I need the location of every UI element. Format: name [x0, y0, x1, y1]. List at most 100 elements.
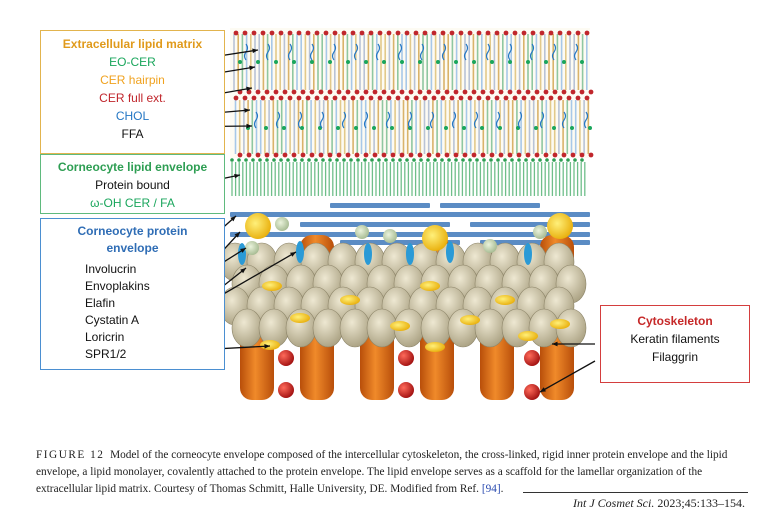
eo-cer-headgroup	[580, 60, 584, 64]
pointer-line	[539, 360, 596, 393]
loricrin-globule	[339, 308, 371, 348]
lipid-envelope-headgroup	[398, 158, 402, 162]
lipid-envelope-headgroup	[286, 158, 290, 162]
lipid-envelope-headgroup	[468, 158, 472, 162]
lipid-envelope-headgroup	[328, 158, 332, 162]
lipid-headgroup	[359, 95, 365, 101]
cystatin-protein	[355, 225, 369, 239]
lipid-headgroup	[435, 89, 441, 95]
lipid-headgroup	[498, 89, 504, 95]
eo-cer-headgroup	[400, 60, 404, 64]
lipid-headgroup	[476, 30, 482, 36]
chol-molecule	[397, 43, 403, 61]
chol-molecule	[353, 43, 359, 61]
lipid-headgroup	[273, 89, 279, 95]
lipid-headgroup	[246, 152, 252, 158]
lipid-envelope-headgroup	[475, 158, 479, 162]
pointer-arrowhead	[234, 173, 240, 179]
lipid-headgroup	[534, 89, 540, 95]
envoplakin-protein	[422, 225, 448, 251]
lipid-matrix-title: Extracellular lipid matrix	[62, 37, 203, 51]
lipid-headgroup	[296, 95, 302, 101]
eo-cer-headgroup	[562, 60, 566, 64]
figure-label: FIGURE 12	[36, 449, 105, 461]
pointer-arrowhead	[246, 86, 252, 92]
chol-molecule	[507, 43, 513, 61]
chol-molecule	[473, 111, 479, 129]
lipid-item-2: CER full ext.	[99, 91, 166, 105]
pointer-arrowhead	[240, 268, 246, 274]
lipid-headgroup	[489, 152, 495, 158]
lipid-headgroup	[530, 95, 536, 101]
lipid-headgroup	[480, 152, 486, 158]
lipid-headgroup	[467, 95, 473, 101]
chol-molecule	[385, 111, 391, 129]
lipid-envelope-headgroup	[349, 158, 353, 162]
lipid-headgroup	[354, 89, 360, 95]
protein-item-3: Cystatin A	[85, 313, 140, 327]
eo-cer-headgroup	[508, 60, 512, 64]
eo-cer-headgroup	[264, 126, 268, 130]
eo-cer-headgroup	[490, 60, 494, 64]
lipid-envelope-headgroup	[447, 158, 451, 162]
lipid-headgroup	[233, 30, 239, 36]
lipid-headgroup	[372, 89, 378, 95]
lipid-headgroup	[548, 30, 554, 36]
spr-protein	[290, 313, 310, 323]
lipid-headgroup	[512, 95, 518, 101]
lipid-envelope-headgroup	[419, 158, 423, 162]
lipid-envelope-headgroup	[412, 158, 416, 162]
lipid-headgroup	[363, 152, 369, 158]
lipid-headgroup	[273, 152, 279, 158]
eo-cer-headgroup	[282, 126, 286, 130]
lipid-headgroup	[467, 30, 473, 36]
eo-cer-headgroup	[346, 60, 350, 64]
lipid-headgroup	[462, 89, 468, 95]
lipid-envelope-headgroup	[314, 158, 318, 162]
lipid-headgroup	[444, 152, 450, 158]
lipid-headgroup	[543, 89, 549, 95]
lipid-headgroup	[318, 152, 324, 158]
lipid-envelope-headgroup	[391, 158, 395, 162]
caption-text: Model of the corneocyte envelope compose…	[36, 449, 728, 495]
lipid-headgroup	[305, 30, 311, 36]
elafin-protein	[406, 243, 414, 265]
lipid-headgroup	[557, 95, 563, 101]
lipid-envelope-headgroup	[321, 158, 325, 162]
filaggrin-sphere	[524, 384, 540, 400]
chol-molecule	[517, 111, 523, 129]
pointer-arrowhead	[249, 65, 255, 71]
lipid-headgroup	[390, 89, 396, 95]
protein-item-5: SPR1/2	[85, 347, 127, 361]
cystatin-protein	[245, 241, 259, 255]
eo-cer-headgroup	[382, 60, 386, 64]
spr-protein	[460, 315, 480, 325]
lipid-headgroup	[525, 89, 531, 95]
filaggrin-sphere	[278, 382, 294, 398]
involucrin-bar	[300, 222, 450, 227]
spr-protein	[420, 281, 440, 291]
eo-cer-headgroup	[310, 60, 314, 64]
envelope-item-1: ω-OH CER / FA	[90, 196, 175, 210]
lipid-headgroup	[291, 152, 297, 158]
lipid-headgroup	[300, 152, 306, 158]
lipid-item-3: CHOL	[115, 109, 150, 123]
pointer-arrowhead	[540, 387, 546, 392]
lipid-headgroup	[314, 30, 320, 36]
chol-molecule	[265, 43, 271, 61]
lipid-headgroup	[579, 89, 585, 95]
lipid-headgroup	[539, 95, 545, 101]
lipid-headgroup	[548, 95, 554, 101]
eo-cer-headgroup	[328, 60, 332, 64]
eo-cer-headgroup	[544, 60, 548, 64]
envelope-item-0: Protein bound	[95, 178, 170, 192]
eo-cer-headgroup	[426, 126, 430, 130]
pointer-arrowhead	[552, 341, 558, 347]
lipid-headgroup	[296, 30, 302, 36]
reference-link[interactable]: [94]	[481, 483, 501, 495]
elafin-protein	[364, 243, 372, 265]
lipid-headgroup	[516, 152, 522, 158]
lipid-headgroup	[264, 152, 270, 158]
